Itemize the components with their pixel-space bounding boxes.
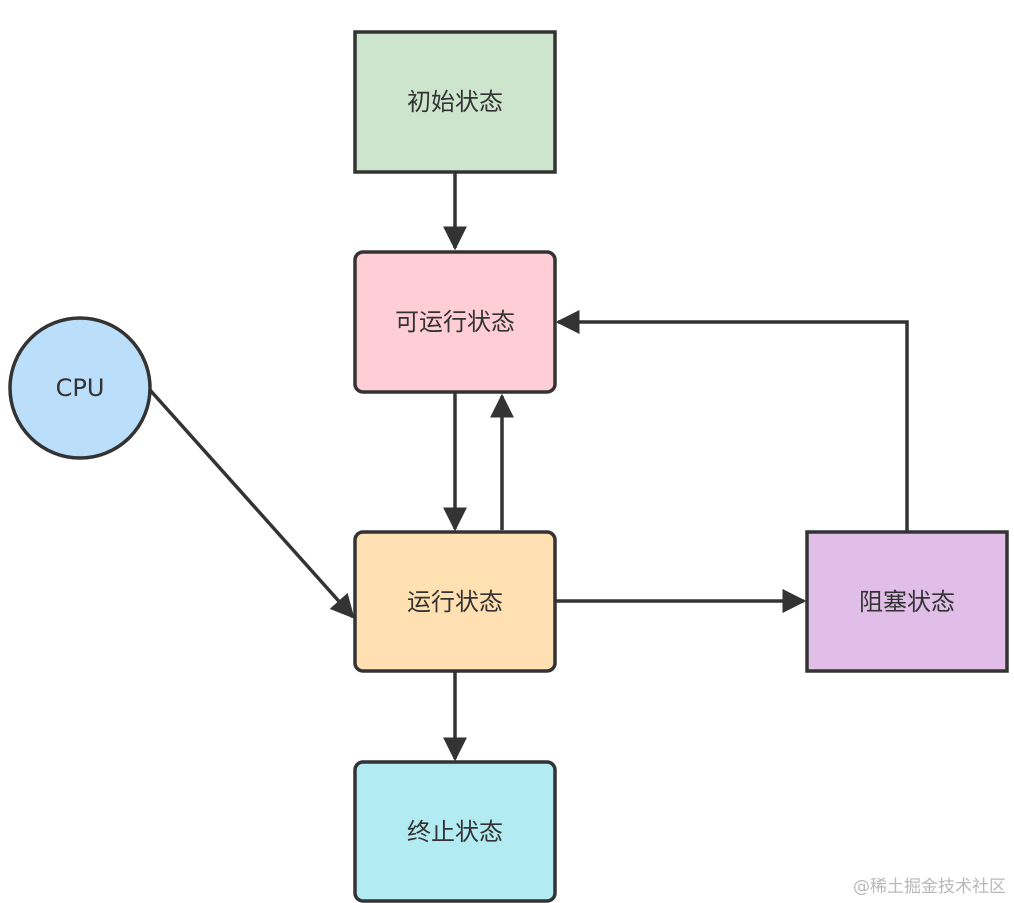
- node-initial-label: 初始状态: [407, 88, 503, 116]
- edge-blocked-to-runnable: [555, 310, 909, 531]
- node-terminated-box: [353, 760, 557, 903]
- node-blocked-box: [805, 530, 1009, 673]
- node-blocked-label: 阻塞状态: [859, 588, 955, 616]
- node-cpu-label: CPU: [56, 374, 105, 402]
- node-running-label: 运行状态: [407, 588, 503, 616]
- node-terminated-label: 终止状态: [407, 818, 503, 846]
- node-running: 运行状态: [353, 530, 557, 673]
- node-terminated: 终止状态: [353, 760, 557, 903]
- node-running-box: [353, 530, 557, 673]
- node-blocked: 阻塞状态: [805, 530, 1009, 673]
- node-runnable-label: 可运行状态: [395, 308, 515, 336]
- node-initial-box: [353, 30, 557, 174]
- node-runnable-box: [353, 250, 557, 394]
- watermark-text: @稀土掘金技术社区: [853, 877, 1006, 897]
- node-cpu-circle: [8, 316, 152, 460]
- edges: [148, 172, 909, 762]
- node-initial: 初始状态: [353, 30, 557, 174]
- edge-cpu-to-running: [148, 388, 355, 619]
- node-cpu: CPU: [8, 316, 152, 460]
- node-runnable: 可运行状态: [353, 250, 557, 394]
